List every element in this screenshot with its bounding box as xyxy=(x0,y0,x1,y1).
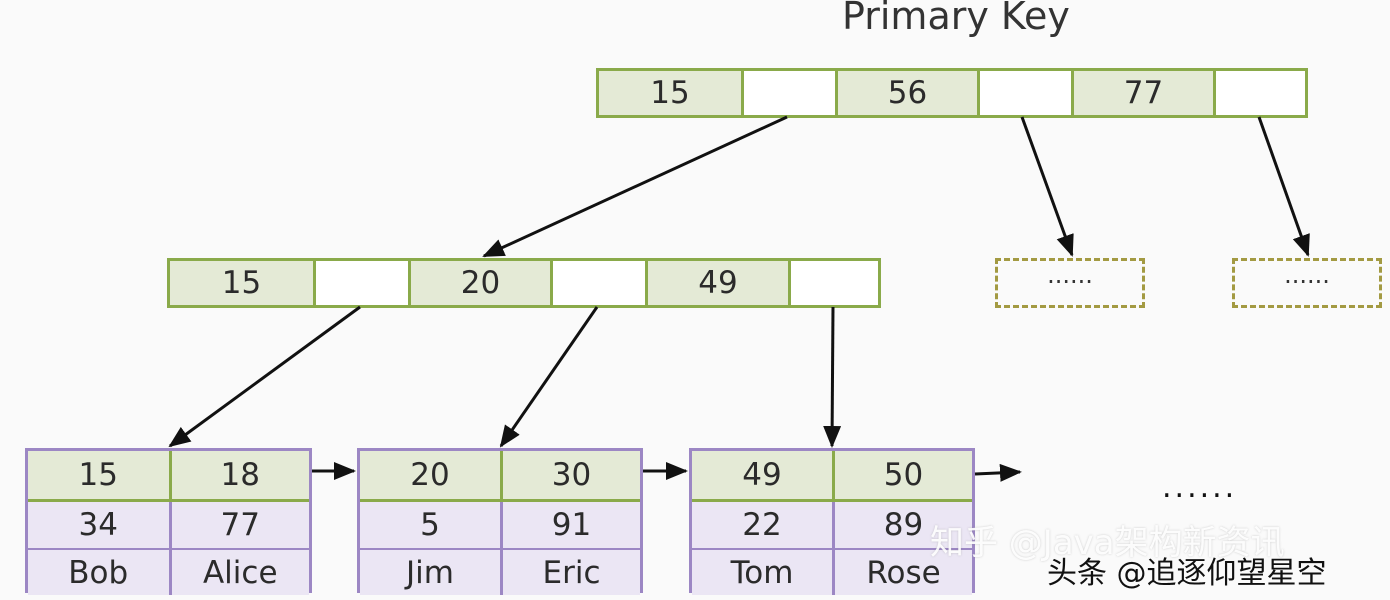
root-key-1: 15 xyxy=(599,71,741,115)
watermark-toutiao: 头条 @追逐仰望星空 xyxy=(1047,556,1327,591)
root-pointer-3 xyxy=(1213,71,1305,115)
leaf-2-name-2: Eric xyxy=(500,550,640,595)
internal-pointer-2 xyxy=(550,261,645,305)
internal-key-2: 20 xyxy=(408,261,550,305)
leaf-3-value-1: 22 xyxy=(742,507,782,543)
internal-node: 15 20 49 xyxy=(167,258,881,308)
arrow-root-to-placeholder-2 xyxy=(1257,116,1310,257)
leaf-3-name-1: Tom xyxy=(730,554,794,591)
internal-pointer-3 xyxy=(788,261,878,305)
leaf-2-value-1: 5 xyxy=(420,507,440,543)
arrow-internal-to-leaf-1 xyxy=(168,305,361,448)
leaf-2-name-1: Jim xyxy=(406,554,454,591)
root-pointer-2 xyxy=(977,71,1071,115)
leaf-node-2: 20 30 5 91 Jim Eric xyxy=(357,448,643,595)
leaf-1-value-1: 34 xyxy=(78,507,118,543)
internal-pointer-1 xyxy=(313,261,408,305)
leaf-1-key-1: 15 xyxy=(78,457,118,493)
root-pointer-1 xyxy=(741,71,835,115)
internal-key-1: 15 xyxy=(170,261,313,305)
leaf-1-value-2: 77 xyxy=(168,502,310,548)
arrow-leaf-3-to-next xyxy=(974,463,1022,482)
leaf-node-3: 49 50 22 89 Tom Rose xyxy=(689,448,975,595)
leaf-node-1: 15 18 34 77 Bob Alice xyxy=(25,448,312,595)
continuation-dots: ...... xyxy=(1162,470,1238,505)
watermark-zhihu: 知乎 @Java架构新资讯 xyxy=(930,523,1285,563)
arrow-internal-to-leaf-2 xyxy=(499,306,599,448)
leaf-3-name-2: Rose xyxy=(832,550,972,595)
internal-key-3: 49 xyxy=(645,261,788,305)
placeholder-node-1: ...... xyxy=(995,258,1145,308)
placeholder-node-2: ...... xyxy=(1232,258,1382,308)
diagram-title: Primary Key xyxy=(842,0,1070,38)
leaf-1-name-1: Bob xyxy=(68,554,129,591)
leaf-2-key-2: 30 xyxy=(500,451,640,499)
leaf-3-key-1: 49 xyxy=(742,457,782,493)
leaf-1-key-2: 18 xyxy=(168,451,310,499)
leaf-2-value-2: 91 xyxy=(500,502,640,548)
leaf-3-key-2: 50 xyxy=(832,451,972,499)
leaf-2-key-1: 20 xyxy=(410,457,450,493)
arrow-root-to-internal xyxy=(482,115,788,258)
arrow-internal-to-leaf-3 xyxy=(823,306,842,448)
arrow-root-to-placeholder-1 xyxy=(1020,116,1074,257)
leaf-1-name-2: Alice xyxy=(168,550,310,595)
root-node: 15 56 77 xyxy=(596,68,1308,118)
root-key-3: 77 xyxy=(1071,71,1213,115)
root-key-2: 56 xyxy=(835,71,977,115)
leaf-3-value-2: 89 xyxy=(832,502,972,548)
